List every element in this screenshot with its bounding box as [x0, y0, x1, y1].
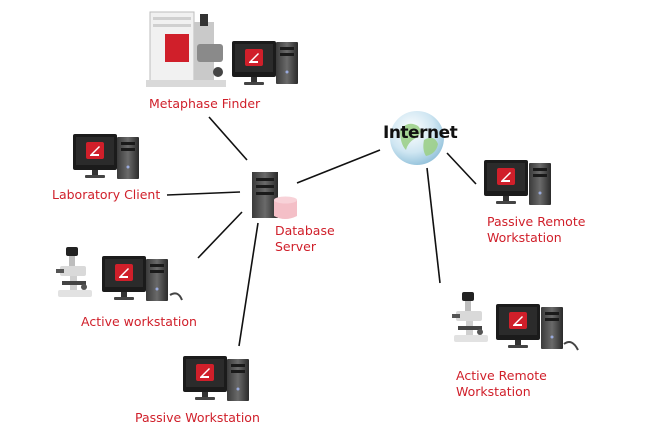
connector-server-internet — [296, 149, 381, 184]
metaphase-finder-computer — [232, 41, 298, 85]
label-database-server: Database Server — [275, 223, 335, 255]
connector-active-remote — [426, 167, 441, 284]
connector-laboratory-client — [166, 191, 241, 196]
database-server-icon — [252, 172, 297, 219]
internet-globe-icon — [390, 111, 444, 165]
active-remote-workstation-equipment — [452, 292, 579, 351]
label-passive-remote-line2: Workstation — [487, 230, 562, 245]
label-active-remote-line1: Active Remote — [456, 368, 547, 383]
label-passive-remote-line1: Passive Remote — [487, 214, 586, 229]
label-internet: Internet — [383, 123, 458, 143]
metaphase-finder-instrument — [146, 11, 226, 87]
label-passive-workstation: Passive Workstation — [135, 410, 260, 425]
laboratory-client-computer — [73, 134, 139, 179]
connector-passive-remote — [446, 152, 477, 185]
label-passive-remote-workstation: Passive Remote Workstation — [487, 214, 585, 246]
label-database-server-line2: Server — [275, 239, 316, 254]
label-active-workstation: Active workstation — [81, 314, 197, 329]
label-laboratory-client: Laboratory Client — [52, 187, 161, 202]
label-active-remote-workstation: Active Remote Workstation — [456, 368, 547, 400]
label-metaphase-finder: Metaphase Finder — [149, 96, 261, 111]
label-active-remote-line2: Workstation — [456, 384, 531, 399]
connectors — [166, 116, 477, 347]
connector-metaphase-finder — [208, 116, 248, 161]
passive-workstation-computer — [183, 356, 249, 401]
passive-remote-workstation-computer — [484, 160, 551, 205]
active-workstation-equipment — [56, 247, 183, 301]
connector-active-workstation — [197, 211, 243, 259]
label-database-server-line1: Database — [275, 223, 335, 238]
connector-passive-workstation — [238, 222, 259, 347]
